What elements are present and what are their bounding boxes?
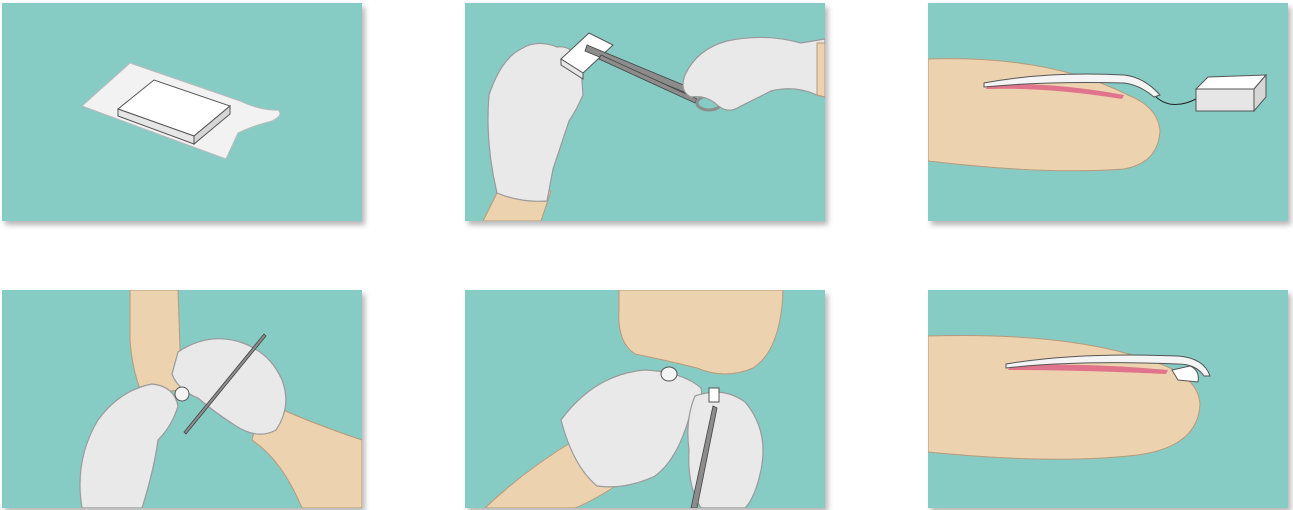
step-1-panel bbox=[2, 3, 362, 221]
foam-piece bbox=[709, 388, 719, 402]
step-4-panel bbox=[2, 290, 362, 508]
step-6-panel bbox=[928, 290, 1288, 508]
step-2-illustration bbox=[465, 3, 825, 221]
right-forearm bbox=[817, 43, 825, 97]
step-6-illustration bbox=[928, 290, 1288, 508]
step-4-illustration bbox=[2, 290, 362, 508]
step-5-panel bbox=[465, 290, 825, 508]
toenail bbox=[175, 387, 189, 401]
step-5-illustration bbox=[465, 290, 825, 508]
foam-block bbox=[1196, 75, 1266, 111]
step-1-illustration bbox=[2, 3, 362, 221]
step-3-illustration bbox=[928, 3, 1288, 221]
step-2-panel bbox=[465, 3, 825, 221]
step-3-panel bbox=[928, 3, 1288, 221]
toenail bbox=[661, 367, 677, 381]
